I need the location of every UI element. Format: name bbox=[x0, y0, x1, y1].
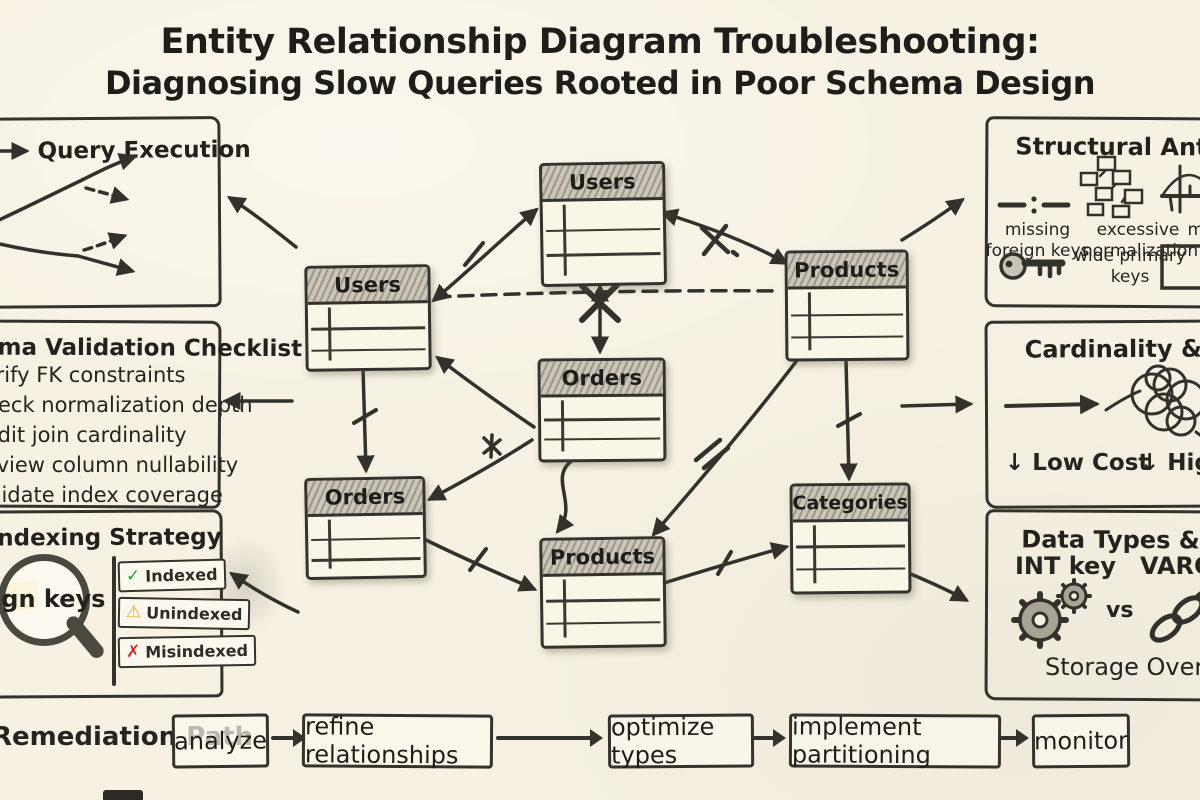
star-mark-icon bbox=[482, 433, 502, 459]
arrow-to-indexing bbox=[229, 571, 300, 614]
entity-body bbox=[308, 515, 424, 577]
entity-body bbox=[543, 575, 664, 646]
flag-label: Unindexed bbox=[146, 603, 243, 625]
down-arrow-icon: ↓ bbox=[1005, 450, 1025, 476]
cross-icon: ✗ bbox=[125, 641, 141, 663]
entity-header: Products bbox=[542, 539, 663, 577]
flag-label: Misindexed bbox=[145, 640, 249, 662]
x-mark-icon bbox=[699, 223, 740, 258]
entity-label: Categories bbox=[792, 490, 909, 515]
arrow-to-datatypes bbox=[904, 570, 970, 602]
low-cost-label: ↓ Low Cost bbox=[1005, 450, 1150, 476]
antipattern-label-wide-pk: wide primary keys bbox=[1074, 246, 1186, 287]
flag-misindexed: ✗ Misindexed bbox=[117, 634, 257, 669]
rel-productsright-productscenter bbox=[651, 357, 800, 537]
entity-orders-center: Orders bbox=[537, 357, 667, 463]
checklist-item: Audit join cardinality bbox=[0, 423, 187, 447]
validation-checklist: Verify FK constraints Check normalizatio… bbox=[0, 360, 253, 510]
page-title-line2: Diagnosing Slow Queries Rooted in Poor S… bbox=[104, 64, 1096, 102]
entity-users-left: Users bbox=[304, 264, 432, 372]
checklist-item: Verify FK constraints bbox=[0, 363, 186, 387]
entity-label: Products bbox=[794, 257, 900, 282]
entity-header: Orders bbox=[540, 360, 663, 398]
double-slash-icon bbox=[693, 437, 731, 471]
entity-label: Products bbox=[549, 543, 656, 570]
checklist-item: Check normalization depth bbox=[0, 393, 253, 417]
rel-userstop-productsright bbox=[659, 208, 790, 265]
entity-label: Orders bbox=[561, 365, 642, 390]
entity-body bbox=[543, 200, 664, 284]
vs-label: vs bbox=[1106, 598, 1134, 623]
cutoff-mark bbox=[103, 790, 143, 800]
entity-categories-right: Categories bbox=[789, 482, 912, 595]
entity-body bbox=[308, 303, 429, 369]
step-arrow-icon bbox=[1000, 729, 1029, 747]
flag-pole bbox=[112, 556, 116, 686]
entity-body bbox=[541, 396, 664, 459]
entity-products-right: Products bbox=[784, 249, 910, 362]
rel-ordersleft-productscenter bbox=[422, 537, 538, 592]
rel-orderscenter-productscenter bbox=[555, 457, 576, 534]
flag-unindexed: ⚠ Unindexed bbox=[117, 596, 251, 631]
entity-header: Users bbox=[307, 267, 428, 305]
entity-header: Categories bbox=[792, 485, 909, 523]
down-arrow-icon: ↓ bbox=[1140, 450, 1160, 476]
entity-header: Orders bbox=[307, 479, 423, 518]
entity-users-top: Users bbox=[538, 160, 668, 288]
entity-header: Users bbox=[541, 163, 663, 203]
arrow-to-antipatterns bbox=[900, 197, 965, 242]
varchar-key-label: VARCHAR key bbox=[1140, 552, 1200, 580]
entity-label: Users bbox=[568, 168, 636, 195]
arrow-to-cardinality bbox=[900, 395, 974, 414]
flag-indexed: ✓ Indexed bbox=[117, 558, 226, 593]
antipattern-label-many-to-many: many-to-many without junction bbox=[1187, 220, 1200, 240]
step-arrow-icon bbox=[753, 729, 786, 747]
entity-body bbox=[793, 521, 909, 591]
entity-label: Orders bbox=[324, 483, 406, 510]
entity-body bbox=[788, 288, 907, 358]
page-title-line1: Entity Relationship Diagram Troubleshoot… bbox=[160, 22, 1040, 62]
broken-relationship-x-icon bbox=[579, 281, 621, 323]
checklist-item: Review column nullability bbox=[0, 453, 239, 477]
entity-products-center: Products bbox=[539, 536, 667, 649]
arrow-to-query-exec bbox=[226, 196, 298, 249]
warning-icon: ⚠ bbox=[125, 601, 142, 623]
high-cost-label: ↓ High Cost bbox=[1140, 450, 1200, 476]
int-key-label: INT key bbox=[1015, 552, 1116, 580]
rel-orderscenter-usersleft bbox=[435, 355, 536, 429]
storage-overhead-label: Storage Overhead bbox=[1045, 653, 1200, 681]
entity-orders-left: Orders bbox=[304, 475, 427, 581]
rel-orderscenter-ordersleft bbox=[426, 438, 534, 501]
entity-header: Products bbox=[787, 252, 906, 290]
checklist-item: Validate index coverage bbox=[0, 483, 223, 507]
check-icon: ✓ bbox=[125, 565, 141, 587]
entity-label: Users bbox=[334, 272, 402, 297]
step-arrow-icon bbox=[496, 729, 603, 747]
rel-usersleft-userstop bbox=[431, 207, 539, 303]
flag-label: Indexed bbox=[145, 564, 218, 586]
magnifier-label: foreign keys bbox=[0, 585, 106, 613]
